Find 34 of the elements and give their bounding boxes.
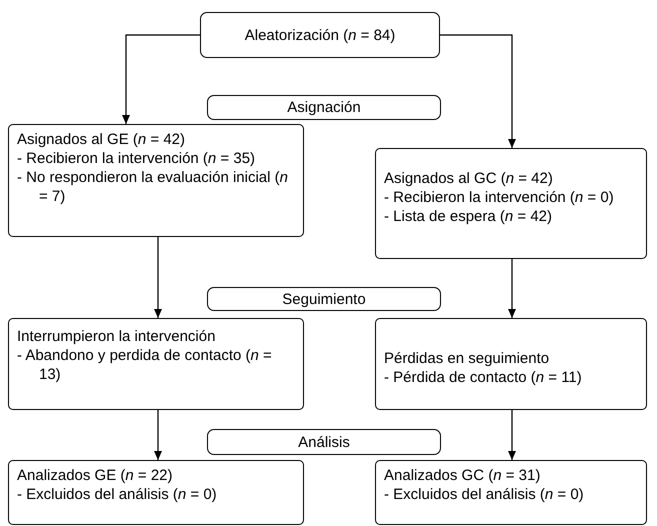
list-item: - Lista de espera (n = 42) [384, 207, 554, 226]
arrow [154, 237, 162, 318]
stage-label-box [207, 95, 441, 120]
arrow [154, 410, 162, 460]
process-box [375, 318, 647, 410]
list-item: - No respondieron la evaluación inicial (n = 7) [17, 168, 289, 206]
process-box [375, 460, 647, 525]
stage-label-box [207, 287, 441, 311]
process-box [8, 124, 304, 237]
process-box [200, 12, 440, 58]
box-heading: Asignados al GE (n = 42) [17, 130, 186, 149]
list-item: - Abandono y perdida de contacto (n = 13) [17, 346, 273, 384]
stage-label-box [207, 429, 441, 455]
box-heading: Interrumpieron la intervención [17, 327, 216, 346]
list-item: - Recibieron la intervención (n = 35) [17, 149, 256, 168]
arrow [440, 34, 516, 148]
list-item: - Excluidos del análisis (n = 0) [17, 485, 218, 504]
box-heading: Asignados al GC (n = 42) [384, 169, 554, 188]
arrow [508, 259, 516, 318]
process-box [375, 148, 647, 259]
box-heading: Pérdidas en seguimiento [384, 349, 550, 368]
list-item: - Excluidos del análisis (n = 0) [384, 485, 585, 504]
box-heading: Análisis [298, 432, 350, 452]
box-heading: Analizados GE (n = 22) [17, 466, 174, 485]
arrow [122, 34, 200, 124]
box-heading: Seguimiento [282, 290, 366, 308]
box-heading: Analizados GC (n = 31) [384, 466, 542, 485]
process-box [8, 318, 304, 410]
box-heading: Asignación [287, 98, 361, 117]
process-box [8, 460, 304, 525]
list-item: - Pérdida de contacto (n = 11) [384, 368, 583, 387]
list-item: - Recibieron la intervención (n = 0) [384, 188, 615, 207]
arrow [508, 410, 516, 460]
box-heading: Aleatorización (n = 84) [244, 26, 396, 44]
